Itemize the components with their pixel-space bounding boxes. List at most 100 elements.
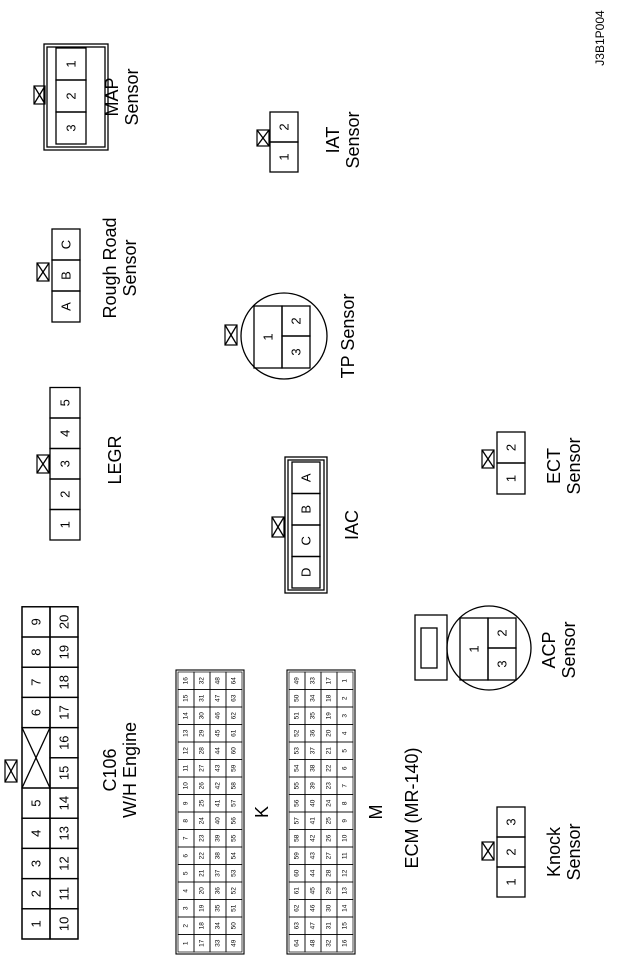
ecm-m-pin-17: 17 — [326, 677, 333, 685]
legr-pin-5: 5 — [58, 399, 73, 406]
ecm-m-pin-45: 45 — [310, 887, 317, 895]
ecm-k-pin-49: 49 — [231, 939, 238, 947]
ecm-m-pin-18: 18 — [326, 694, 333, 702]
ecm-k-pin-39: 39 — [215, 834, 222, 842]
c106-pin-6: 6 — [29, 709, 44, 716]
c106-pin-7: 7 — [29, 679, 44, 686]
c106-latch-diag — [4, 759, 18, 783]
c106-pin-3: 3 — [29, 860, 44, 867]
ecm-k-pin-13: 13 — [183, 729, 190, 737]
acp-sensor-label-line-1: ACP — [539, 631, 559, 668]
map-sensor-pin-1: 1 — [64, 60, 79, 67]
ecm-k-pin-59: 59 — [231, 764, 238, 772]
map-sensor-housing-inner — [46, 46, 106, 148]
knock-sensor-pin-3: 3 — [504, 818, 519, 825]
ecm-m-label: M — [366, 805, 386, 820]
ect-sensor-latch — [481, 449, 495, 469]
ecm-k-pin-8: 8 — [183, 819, 190, 823]
ecm-k-pin-43: 43 — [215, 764, 222, 772]
ecm-k-pin-1: 1 — [183, 941, 190, 945]
ecm-m-pin-3: 3 — [342, 714, 349, 718]
iat-sensor-pin-1: 1 — [277, 153, 292, 160]
rough-road-latch — [36, 262, 50, 282]
map-sensor-pin-2: 2 — [64, 92, 79, 99]
acp-sensor-pin-1: 1 — [467, 645, 482, 652]
ecm-m-pin-6: 6 — [342, 766, 349, 770]
iat-sensor-pin-cell — [269, 111, 299, 143]
ecm-m-pin-4: 4 — [342, 731, 349, 735]
ect-sensor-latch-diag — [481, 449, 495, 469]
ect-sensor-pin-cell — [496, 431, 526, 464]
ecm-m-pin-10: 10 — [342, 834, 349, 842]
ecm-k-pin-34: 34 — [215, 922, 222, 930]
ecm-m-pin-31: 31 — [326, 922, 333, 930]
ecm-m-pin-51: 51 — [294, 712, 301, 720]
tp-sensor-latch-diag — [224, 324, 238, 346]
ecm-k-pin-63: 63 — [231, 694, 238, 702]
iat-sensor-label-line-1: IAT — [323, 127, 343, 154]
c106-pin-13: 13 — [57, 826, 72, 840]
c106-pin-20: 20 — [57, 615, 72, 629]
ecm-k-pin-cell — [225, 671, 243, 690]
ecm-m-pin-49: 49 — [294, 677, 301, 685]
ecm-k-pin-31: 31 — [199, 694, 206, 702]
ecm-k-pin-27: 27 — [199, 764, 206, 772]
ecm-k-pin-20: 20 — [199, 887, 206, 895]
ecm-m-pin-56: 56 — [294, 799, 301, 807]
ecm-m-pin-52: 52 — [294, 729, 301, 737]
ecm-k-pin-37: 37 — [215, 869, 222, 877]
legr-pin-3: 3 — [58, 460, 73, 467]
c106-pin-cell — [21, 606, 51, 638]
tp-sensor-latch — [224, 324, 238, 346]
ecm-k-pin-6: 6 — [183, 854, 190, 858]
iac-housing-inner — [287, 459, 325, 591]
ecm-m-pin-5: 5 — [342, 749, 349, 753]
ecm-k-pin-12: 12 — [183, 747, 190, 755]
ecm-m-pin-36: 36 — [310, 729, 317, 737]
rough-road-latch-diag — [36, 262, 50, 282]
ecm-k-pin-15: 15 — [183, 694, 190, 702]
ecm-m-pin-7: 7 — [342, 784, 349, 788]
ecm-k-pin-62: 62 — [231, 712, 238, 720]
ecm-m-pin-9: 9 — [342, 819, 349, 823]
ecm-k-pin-48: 48 — [215, 677, 222, 685]
iat-sensor-pin-2: 2 — [277, 123, 292, 130]
ecm-k-pin-16: 16 — [183, 677, 190, 685]
ecm-m-pin-22: 22 — [326, 764, 333, 772]
ecm-k-pin-30: 30 — [199, 712, 206, 720]
rough-road-label-line-1: Rough Road — [100, 217, 120, 318]
c106-pin-11: 11 — [57, 887, 72, 901]
ect-sensor-pin-1: 1 — [504, 475, 519, 482]
ecm-m-pin-24: 24 — [326, 799, 333, 807]
ecm-m-pin-23: 23 — [326, 782, 333, 790]
ecm-k-pin-47: 47 — [215, 694, 222, 702]
ecm-k-pin-26: 26 — [199, 782, 206, 790]
ecm-k-pin-25: 25 — [199, 799, 206, 807]
iac-pin-cell — [291, 461, 321, 495]
acp-sensor-pin-2: 2 — [495, 629, 510, 636]
c106-label-line-2: W/H Engine — [120, 722, 140, 818]
ecm-m-pin-59: 59 — [294, 852, 301, 860]
ecm-k-pin-38: 38 — [215, 852, 222, 860]
ecm-k-pin-2: 2 — [183, 924, 190, 928]
ecm-k-pin-5: 5 — [183, 871, 190, 875]
ecm-m-pin-34: 34 — [310, 694, 317, 702]
c106-pin-12: 12 — [57, 856, 72, 870]
iac-pin-C: C — [299, 536, 314, 545]
knock-sensor-label-line-1: Knock — [544, 826, 564, 877]
c106-pin-15: 15 — [57, 766, 72, 780]
ecm-k-pin-41: 41 — [215, 799, 222, 807]
iat-sensor-label-line-2: Sensor — [343, 111, 363, 168]
iat-sensor-latch-diag — [256, 129, 270, 147]
ecm-m-pin-39: 39 — [310, 782, 317, 790]
legr-pin-cell — [49, 386, 81, 419]
acp-sensor-tab — [414, 614, 448, 681]
ecm-k-housing — [175, 669, 245, 955]
ecm-m-pin-30: 30 — [326, 904, 333, 912]
knock-sensor-pin-1: 1 — [504, 878, 519, 885]
ecm-m-pin-40: 40 — [310, 799, 317, 807]
